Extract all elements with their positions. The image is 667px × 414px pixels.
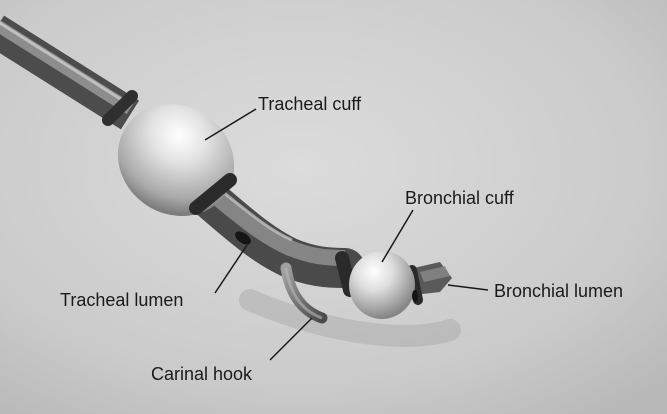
carinal-hook-label: Carinal hook — [151, 364, 252, 384]
bronchial-lumen-opening — [412, 290, 418, 302]
tracheal-lumen-label: Tracheal lumen — [60, 290, 183, 310]
bronchial-cuff-label: Bronchial cuff — [405, 188, 514, 208]
tracheal-cuff-label: Tracheal cuff — [258, 94, 361, 114]
bronchial-band-left — [342, 258, 350, 290]
bronchial-lumen-label: Bronchial lumen — [494, 281, 623, 301]
